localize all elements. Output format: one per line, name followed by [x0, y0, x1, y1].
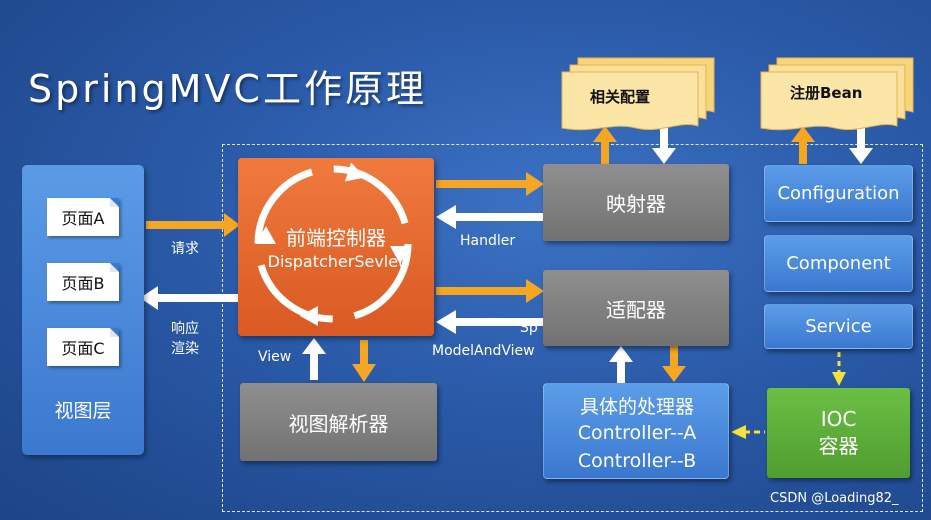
- controller-b-label: Controller--B: [577, 450, 697, 472]
- page-a-card[interactable]: 页面A: [47, 198, 119, 236]
- register-scroll-icon: [760, 57, 914, 131]
- ioc-label: IOC: [820, 407, 857, 431]
- server-frame: [222, 144, 923, 512]
- request-label: 请求: [171, 241, 199, 257]
- adapter-box[interactable]: 适配器: [543, 270, 729, 346]
- model-and-view-fragment: Sp: [520, 320, 538, 336]
- configuration-box[interactable]: Configuration: [764, 165, 913, 222]
- request-arrow: [146, 213, 240, 237]
- front-controller-class: DispatcherSevlet: [267, 252, 405, 271]
- front-controller-box[interactable]: 前端控制器 DispatcherSevlet: [238, 158, 434, 336]
- view-resolver-box[interactable]: 视图解析器: [240, 383, 437, 461]
- ioc-container-box[interactable]: IOC 容器: [767, 388, 910, 478]
- handler-label: Handler: [460, 233, 516, 249]
- service-to-ioc-arrow: [832, 352, 846, 386]
- service-box[interactable]: Service: [764, 304, 913, 349]
- config-to-mapper-arrow: [652, 128, 676, 164]
- config-scroll-icon: [561, 57, 715, 131]
- diagram-title: SpringMVC工作原理: [28, 67, 427, 111]
- cycle-arrows-icon: [254, 162, 412, 326]
- configuration-to-register-arrow: [791, 126, 815, 164]
- view-label: View: [258, 349, 292, 365]
- adapter-to-handler-arrow: [662, 346, 686, 382]
- page-c-card[interactable]: 页面C: [47, 328, 119, 366]
- component-box[interactable]: Component: [764, 235, 913, 292]
- controller-to-adapter-arrow: [436, 279, 544, 303]
- ioc-to-handler-arrow: [731, 425, 765, 439]
- controller-to-resolver-arrow: [352, 340, 376, 382]
- render-label: 渲染: [171, 341, 199, 357]
- container-label: 容器: [818, 434, 859, 458]
- page-b-card[interactable]: 页面B: [47, 263, 119, 301]
- model-and-view-label: ModelAndView: [432, 343, 535, 359]
- adapter-to-controller-arrow: [436, 310, 544, 334]
- view-layer-label: 视图层: [54, 400, 112, 422]
- config-scroll-label: 相关配置: [590, 88, 651, 106]
- mapper-box[interactable]: 映射器: [543, 164, 729, 241]
- csdn-watermark: CSDN @Loading82_: [770, 491, 899, 506]
- mapper-to-controller-arrow: [436, 205, 544, 229]
- front-controller-title: 前端控制器: [286, 226, 386, 250]
- response-arrow: [140, 286, 238, 310]
- controller-to-mapper-arrow: [436, 172, 544, 196]
- resolver-to-controller-arrow: [302, 338, 326, 380]
- handler-to-adapter-arrow: [609, 346, 633, 384]
- handler-box-title: 具体的处理器: [579, 396, 694, 418]
- register-scroll-label: 注册Bean: [790, 84, 863, 102]
- concrete-handler-box[interactable]: 具体的处理器 Controller--A Controller--B: [543, 383, 729, 479]
- register-to-configuration-arrow: [849, 128, 873, 164]
- response-label: 响应: [171, 321, 199, 337]
- mapper-to-config-arrow: [593, 126, 617, 164]
- controller-a-label: Controller--A: [577, 422, 697, 444]
